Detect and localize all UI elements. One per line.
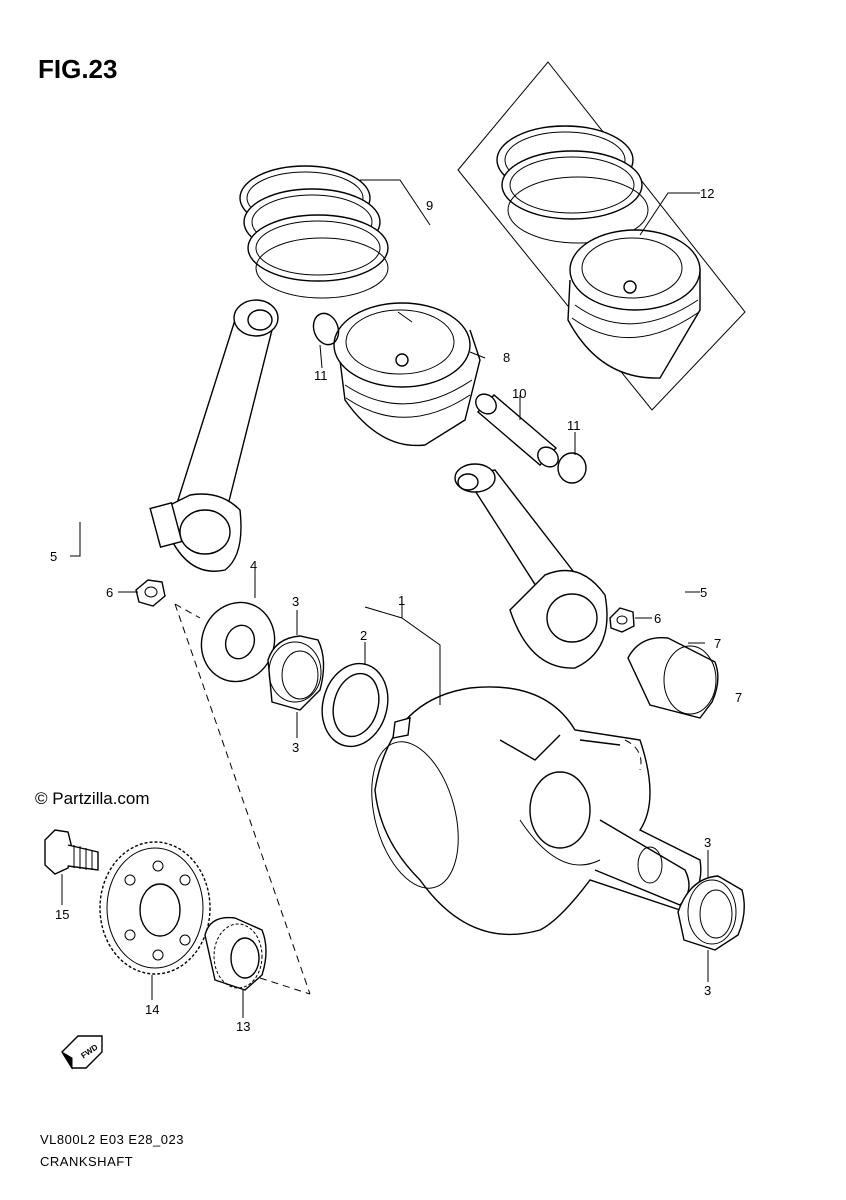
piston-ring-set (239, 165, 389, 299)
callout-10: 10 (512, 386, 526, 401)
connecting-rod-right (454, 463, 608, 669)
callout-4: 4 (250, 558, 257, 573)
callout-3-upper-right: 3 (704, 835, 711, 850)
piston-pin (475, 393, 559, 468)
callout-13: 13 (236, 1019, 250, 1034)
footer-code: VL800L2 E03 E28_023 (40, 1132, 184, 1147)
callout-3-upper-left: 3 (292, 594, 299, 609)
callout-5-left: 5 (50, 549, 57, 564)
callout-9: 9 (426, 198, 433, 213)
bolt (44, 829, 99, 875)
circlip-right (557, 452, 587, 484)
copyright-text: © Partzilla.com (35, 789, 150, 808)
thrust-bearing (321, 662, 389, 748)
circlip-left (312, 312, 340, 346)
assembly-line-c (259, 977, 311, 995)
nut-left (135, 579, 166, 607)
callout-1: 1 (398, 593, 405, 608)
bearing-right (627, 636, 719, 719)
callout-6-right: 6 (654, 611, 661, 626)
callout-3-lower-left: 3 (292, 740, 299, 755)
callout-3-lower-right: 3 (704, 983, 711, 998)
callout-11-left: 11 (314, 368, 328, 383)
callout-15: 15 (55, 907, 69, 922)
connecting-rod-left (149, 299, 279, 572)
assembly-line-a (174, 603, 311, 995)
nut-right (609, 607, 635, 633)
callout-11-right: 11 (567, 418, 581, 433)
callout-14: 14 (145, 1002, 159, 1017)
bearing-left (267, 635, 325, 711)
primary-gear (99, 841, 211, 975)
bearing-right-lower (677, 875, 745, 951)
callout-7-upper: 7 (714, 636, 721, 651)
crankshaft (371, 686, 702, 936)
callout-5-right: 5 (700, 585, 707, 600)
callout-6-left: 6 (106, 585, 113, 600)
callout-12: 12 (700, 186, 714, 201)
callout-7-lower: 7 (735, 690, 742, 705)
piston (333, 302, 481, 447)
figure-title: FIG.23 (38, 54, 117, 84)
forward-arrow-icon: FWD (61, 1035, 103, 1070)
spline-gear (204, 916, 267, 991)
ring-piston-set-box (457, 61, 746, 411)
callout-8: 8 (503, 350, 510, 365)
callout-2: 2 (360, 628, 367, 643)
assembly-line-b (174, 603, 201, 619)
footer-name: CRANKSHAFT (40, 1154, 133, 1169)
leader-lines (61, 179, 709, 1018)
